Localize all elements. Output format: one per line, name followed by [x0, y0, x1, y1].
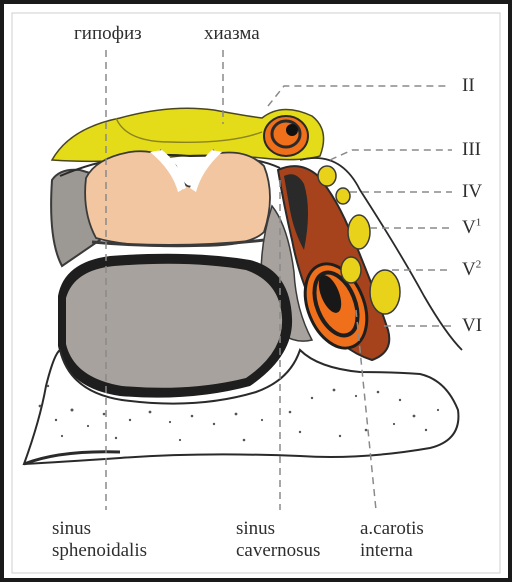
nerve-iv	[336, 188, 350, 204]
label-sinus-cavernosus-line1: sinus	[236, 518, 275, 540]
label-nerve-iii: III	[462, 140, 481, 159]
nerve-v2	[370, 270, 400, 314]
label-sinus-sphenoidalis-line2: sphenoidalis	[52, 540, 147, 562]
label-sinus-cavernosus-line2: cavernosus	[236, 540, 320, 562]
nerve-vi	[341, 257, 361, 283]
label-nerve-vi: VI	[462, 316, 482, 335]
label-carotis-line2: interna	[360, 540, 413, 562]
label-nerve-v2-base: V	[462, 259, 476, 280]
hypophysis-body	[85, 151, 270, 246]
nerve-iii	[318, 166, 336, 186]
leader-ii	[268, 86, 446, 106]
label-sinus-sphenoidalis-line1: sinus	[52, 518, 91, 540]
label-nerve-iv: IV	[462, 182, 482, 201]
label-nerve-v2: V2	[462, 260, 481, 279]
label-nerve-ii: II	[462, 76, 475, 95]
label-chiasma: хиазма	[204, 24, 260, 43]
label-nerve-v1-base: V	[462, 217, 476, 238]
nerve-v1	[348, 215, 370, 249]
optic-nerve-core	[286, 124, 298, 136]
leader-iii	[330, 150, 452, 160]
label-nerve-v1-sup: 1	[476, 217, 482, 229]
label-nerve-v1: V1	[462, 218, 481, 237]
label-carotis-line1: a.carotis	[360, 518, 424, 540]
label-hypophysis: гипофиз	[74, 24, 142, 43]
sphenoid-sinus	[66, 264, 282, 388]
label-nerve-v2-sup: 2	[476, 259, 482, 271]
